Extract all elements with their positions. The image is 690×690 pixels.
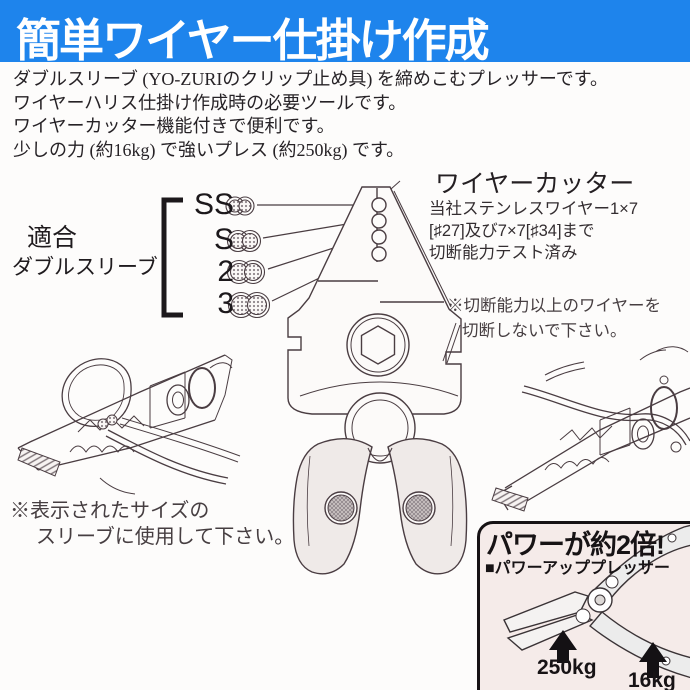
description-line-4: 少しの力 (約16kg) で強いプレス (約250kg) です。: [13, 139, 405, 160]
wire-cutter-spec-line-3: 切断能力テスト済み: [429, 244, 578, 262]
cutter-warning-line-2: 切断しないで下さい。: [462, 322, 627, 340]
power-subheadline: ■パワーアッププレッサー: [485, 560, 671, 577]
double-sleeve-label: ダブルスリーブ: [12, 256, 158, 279]
size-bracket: [161, 197, 183, 318]
double-sleeve-icon-ss: [225, 196, 255, 216]
double-sleeve-icon-s: [226, 229, 262, 253]
press-force-arrow: [549, 630, 577, 663]
press-force-label: 250kg: [537, 656, 597, 679]
sleeve-note-line-2: スリーブに使用して下さい。: [36, 526, 295, 548]
wire-cutter-title: ワイヤーカッター: [435, 170, 635, 198]
description-line-2: ワイヤーハリス仕掛け作成時の必要ツールです。: [13, 92, 407, 113]
description-line-1: ダブルスリーブ (YO-ZURIのクリップ止め具) を締めこむプレッサーです。: [13, 69, 609, 89]
cutter-warning-line-1: ※切断能力以上のワイヤーを: [447, 297, 662, 315]
sleeve-size-3: 3: [217, 287, 234, 320]
product-description: ダブルスリーブ (YO-ZURIのクリップ止め具) を締めこむプレッサーです。 …: [13, 68, 608, 162]
sleeve-size-ss: SS: [193, 188, 234, 221]
wire-cutter-spec: 当社ステンレスワイヤー1×7 [♯27]及び7×7[♯34]まで 切断能力テスト…: [429, 198, 638, 264]
wire-cutter-spec-line-1: 当社ステンレスワイヤー1×7: [429, 200, 638, 218]
cutting-illustration: [491, 346, 690, 512]
power-headline: パワーが約2倍!: [486, 530, 665, 560]
sleeve-note-line-1: ※表示されたサイズの: [10, 500, 210, 522]
hand-force-arrow: [639, 642, 667, 678]
title-banner: 簡単ワイヤー仕掛け作成: [0, 0, 690, 66]
double-sleeve-icon-2: [226, 259, 266, 285]
double-sleeve-icon-3: [227, 291, 271, 319]
compatible-label: 適合: [27, 224, 78, 252]
main-pliers-illustration: [287, 180, 468, 575]
crimping-illustration: [17, 354, 241, 495]
page-title: 簡単ワイヤー仕掛け作成: [16, 15, 490, 66]
up-arrow-icons: [549, 630, 667, 678]
sleeve-size-2: 2: [217, 255, 234, 288]
description-line-3: ワイヤーカッター機能付きで便利です。: [13, 116, 335, 136]
wire-cutter-spec-line-2: [♯27]及び7×7[♯34]まで: [429, 222, 595, 240]
sleeve-size-s: S: [213, 223, 234, 256]
hand-force-label: 16kg: [628, 669, 676, 690]
